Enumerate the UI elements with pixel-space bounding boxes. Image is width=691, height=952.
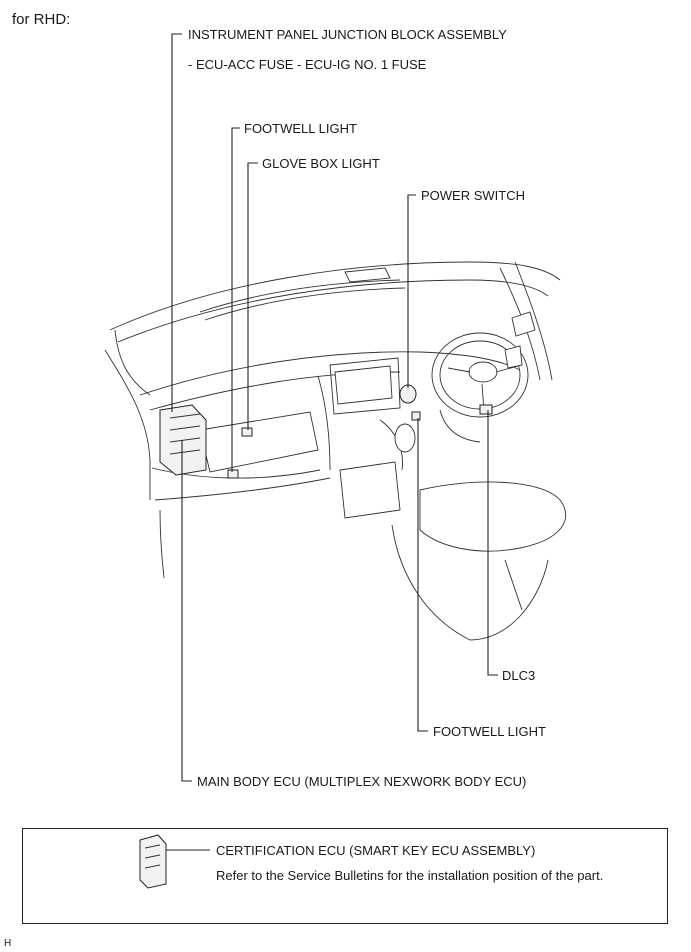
header-label: for RHD:: [12, 11, 71, 28]
label-instrument-panel-fuses: - ECU-ACC FUSE - ECU-IG NO. 1 FUSE: [188, 57, 427, 72]
footwell-light-marker-right: [411, 411, 421, 421]
label-instrument-panel-junction-block: INSTRUMENT PANEL JUNCTION BLOCK ASSEMBLY: [188, 27, 507, 42]
certification-ecu-icon: [139, 834, 210, 889]
dashboard-illustration: [104, 261, 566, 641]
note-text: Refer to the Service Bulletins for the i…: [216, 868, 604, 883]
label-footwell-light-bottom: FOOTWELL LIGHT: [433, 724, 546, 739]
leader-lines: [171, 33, 498, 782]
label-dlc3: DLC3: [502, 668, 536, 683]
footer-code: H: [4, 938, 12, 949]
label-glove-box-light: GLOVE BOX LIGHT: [262, 156, 380, 171]
label-footwell-light-top: FOOTWELL LIGHT: [244, 121, 357, 136]
note-title: CERTIFICATION ECU (SMART KEY ECU ASSEMBL…: [216, 843, 536, 858]
note-box: [22, 828, 668, 924]
label-main-body-ecu: MAIN BODY ECU (MULTIPLEX NEXWORK BODY EC…: [197, 774, 527, 789]
label-power-switch: POWER SWITCH: [421, 188, 525, 203]
glove-box-light-marker: [241, 427, 253, 437]
dlc3-marker: [479, 404, 493, 415]
footwell-light-marker-left: [227, 469, 239, 479]
main-body-ecu-shape: [159, 404, 207, 476]
